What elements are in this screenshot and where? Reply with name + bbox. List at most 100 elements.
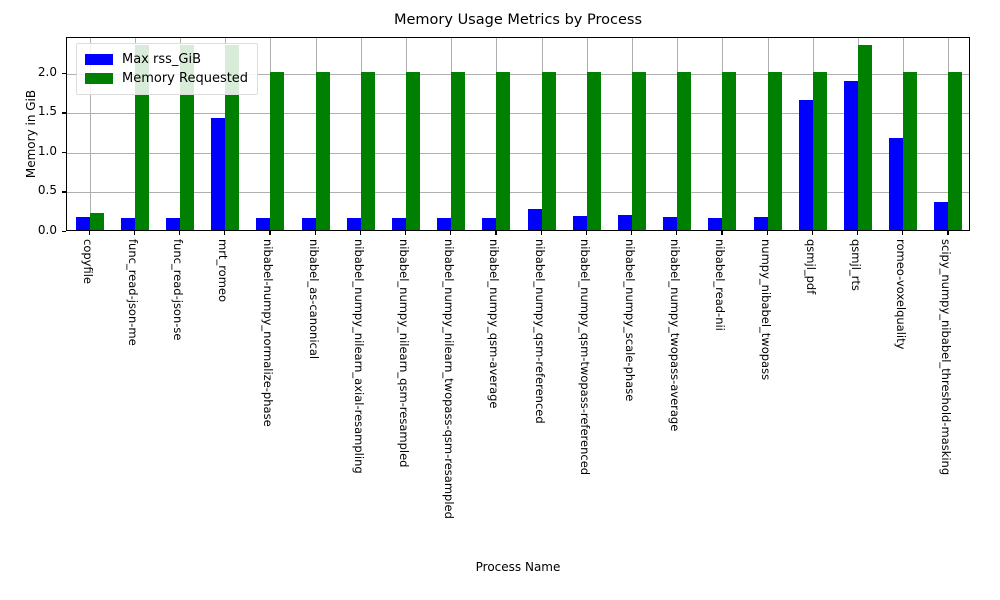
x-tick-mark: [811, 231, 814, 235]
bar-max-rss: [165, 218, 180, 230]
bar-memory-requested: [541, 71, 556, 230]
x-tick-mark: [495, 231, 497, 235]
bar-max-rss: [75, 216, 90, 230]
y-tick-mark: [62, 72, 66, 74]
gridline-horizontal: [67, 192, 969, 194]
legend-item-max-rss: Max rss_GiB: [85, 50, 248, 69]
legend-label-memory-requested: Memory Requested: [122, 71, 249, 86]
x-axis-label: Process Name: [475, 560, 561, 574]
bar-max-rss: [120, 218, 135, 230]
gridline-horizontal: [67, 152, 969, 154]
bar-memory-requested: [315, 71, 330, 230]
x-tick-mark: [314, 231, 316, 235]
y-tick-mark: [62, 231, 66, 233]
x-tick-label: func_read-json-me: [125, 239, 140, 346]
bar-max-rss: [527, 209, 542, 230]
bar-memory-requested: [632, 71, 646, 230]
legend-label-max-rss: Max rss_GiB: [122, 52, 202, 67]
y-tick-mark: [62, 191, 66, 193]
x-tick-mark: [766, 231, 768, 235]
x-tick-mark: [585, 231, 588, 235]
bar-max-rss: [256, 218, 271, 230]
y-tick-label: 1.5: [37, 104, 57, 119]
y-tick-mark: [62, 112, 66, 114]
bar-max-rss: [617, 214, 632, 230]
bar-max-rss: [391, 217, 406, 230]
x-tick-mark: [224, 231, 226, 235]
x-tick-label: func_read-json-se: [171, 239, 185, 341]
legend-swatch-blue: [85, 54, 113, 65]
x-tick-mark: [540, 231, 542, 235]
bar-memory-requested: [586, 71, 601, 230]
x-tick-mark: [902, 231, 904, 235]
x-tick-label: nibabel_as-canonical: [306, 239, 321, 360]
x-tick-label: qsmjl_rts: [849, 239, 863, 291]
chart-legend: Max rss_GiB Memory Requested: [76, 43, 259, 95]
x-tick-label: mrt_romeo: [216, 239, 231, 303]
bar-max-rss: [663, 216, 678, 230]
bar-max-rss: [753, 216, 768, 230]
chart-title: Memory Usage Metrics by Process: [393, 12, 642, 28]
bar-memory-requested: [903, 71, 918, 230]
bar-memory-requested: [677, 71, 692, 230]
bar-max-rss: [211, 117, 226, 230]
x-tick-mark: [133, 231, 136, 235]
y-tick-label: 0.5: [37, 183, 57, 198]
y-tick-label: 0.0: [37, 223, 57, 237]
bar-memory-requested: [767, 71, 782, 230]
bar-memory-requested: [496, 71, 511, 230]
y-tick-label: 1.0: [37, 143, 57, 158]
bar-max-rss: [708, 218, 723, 230]
x-tick-label: nibabel_numpy_scale-phase: [623, 239, 637, 402]
bar-memory-requested: [89, 213, 104, 230]
x-tick-mark: [450, 231, 452, 235]
gridline-horizontal: [67, 73, 969, 75]
x-tick-mark: [721, 231, 723, 235]
gridline-vertical: [89, 38, 91, 230]
x-tick-label: romeo-voxelquality: [894, 239, 909, 350]
x-tick-mark: [857, 231, 859, 235]
bar-memory-requested: [722, 71, 737, 230]
x-tick-label: numpy_nibabel_twopass: [758, 239, 773, 381]
bar-memory-requested: [360, 71, 375, 230]
y-tick-mark: [62, 151, 66, 154]
bar-max-rss: [437, 218, 452, 230]
x-tick-label: nibabel_numpy_qsm-twopass-referenced: [577, 239, 592, 476]
legend-swatch-green: [85, 73, 113, 84]
x-tick-mark: [88, 231, 90, 235]
bar-memory-requested: [451, 71, 466, 230]
bar-memory-requested: [858, 44, 872, 230]
bar-max-rss: [934, 202, 949, 230]
x-tick-label: nibabel_numpy_twopass-average: [668, 239, 683, 432]
bar-max-rss: [346, 218, 361, 230]
x-tick-label: nibabel_numpy_qsm-referenced: [532, 239, 547, 424]
bar-memory-requested: [812, 71, 827, 230]
bar-max-rss: [889, 138, 904, 230]
x-tick-label: nibabel_numpy_qsm-average: [487, 239, 502, 409]
x-tick-mark: [269, 231, 271, 235]
x-tick-label: scipy_numpy_nibabel_threshold-masking: [939, 239, 954, 476]
bar-max-rss: [572, 216, 587, 230]
x-tick-mark: [179, 231, 181, 235]
x-tick-mark: [947, 231, 949, 235]
bar-memory-requested: [270, 71, 285, 230]
x-tick-label: nibabel_numpy_nilearn_qsm-resampled: [397, 239, 411, 468]
x-tick-mark: [359, 231, 362, 235]
x-tick-label: copyfile: [80, 239, 95, 284]
x-tick-label: nibabel_numpy_nilearn_axial-resampling: [351, 239, 366, 474]
x-tick-label: nibabel_read-nii: [713, 239, 728, 331]
legend-item-memory-requested: Memory Requested: [85, 69, 248, 88]
plot-area: [66, 37, 970, 231]
bar-max-rss: [843, 81, 858, 230]
bar-max-rss: [798, 100, 813, 230]
x-tick-label: qsmjl_pdf: [803, 239, 818, 295]
bar-max-rss: [482, 217, 497, 230]
x-tick-label: nibabel_numpy_nilearn_twopass-qsm-resamp…: [442, 239, 457, 519]
x-tick-label: nibabel-numpy_normalize-phase: [261, 239, 276, 427]
gridline-horizontal: [67, 113, 969, 115]
x-tick-mark: [405, 231, 407, 235]
bar-memory-requested: [406, 71, 420, 230]
y-tick-label: 2.0: [37, 64, 57, 79]
bar-max-rss: [301, 218, 316, 230]
